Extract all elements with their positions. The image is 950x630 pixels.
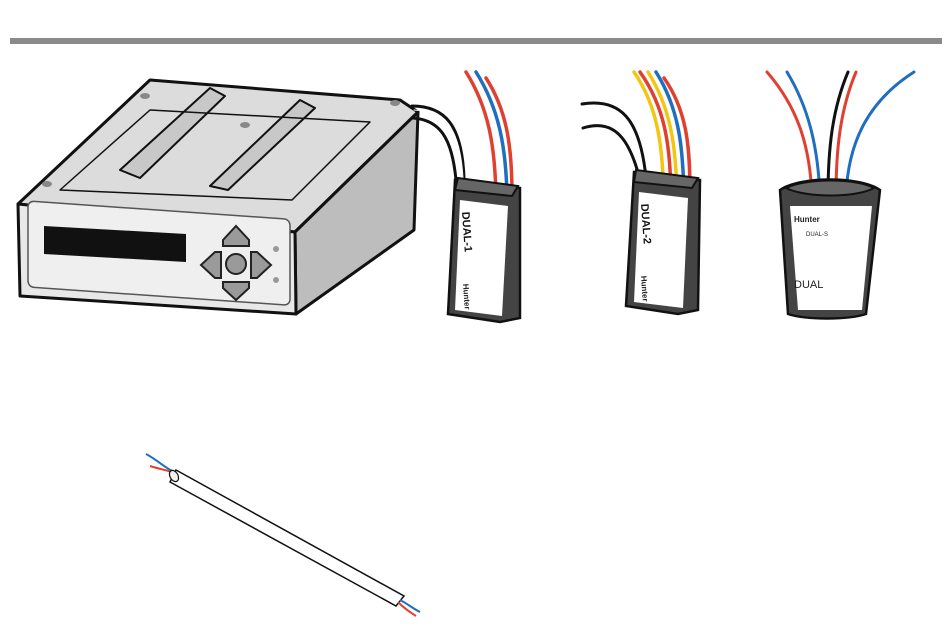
dual-s-wires: [767, 72, 914, 196]
dual1-module: DUAL-1 Hunter: [448, 178, 520, 322]
dual1-brand: Hunter: [461, 284, 472, 310]
dual-s-sublabel: DUAL-S: [806, 232, 828, 238]
header-rule: [10, 38, 942, 44]
controller-indicator-led: [273, 246, 279, 252]
controller-indicator-led: [273, 277, 279, 283]
dual2-input-wires: [582, 103, 646, 180]
dual-s-module: Hunter DUAL-S DUAL: [780, 180, 880, 319]
two-wire-cable: [146, 454, 420, 616]
dual2-brand: Hunter: [639, 276, 650, 302]
dual1-wires: [466, 72, 512, 196]
dual2-module: DUAL-2 Hunter: [626, 170, 700, 314]
controller-output-wires: [412, 106, 464, 180]
dual-s-label: DUAL: [794, 279, 823, 291]
dpad-center-button: [226, 254, 246, 274]
dual-s-brand: Hunter: [794, 215, 820, 224]
